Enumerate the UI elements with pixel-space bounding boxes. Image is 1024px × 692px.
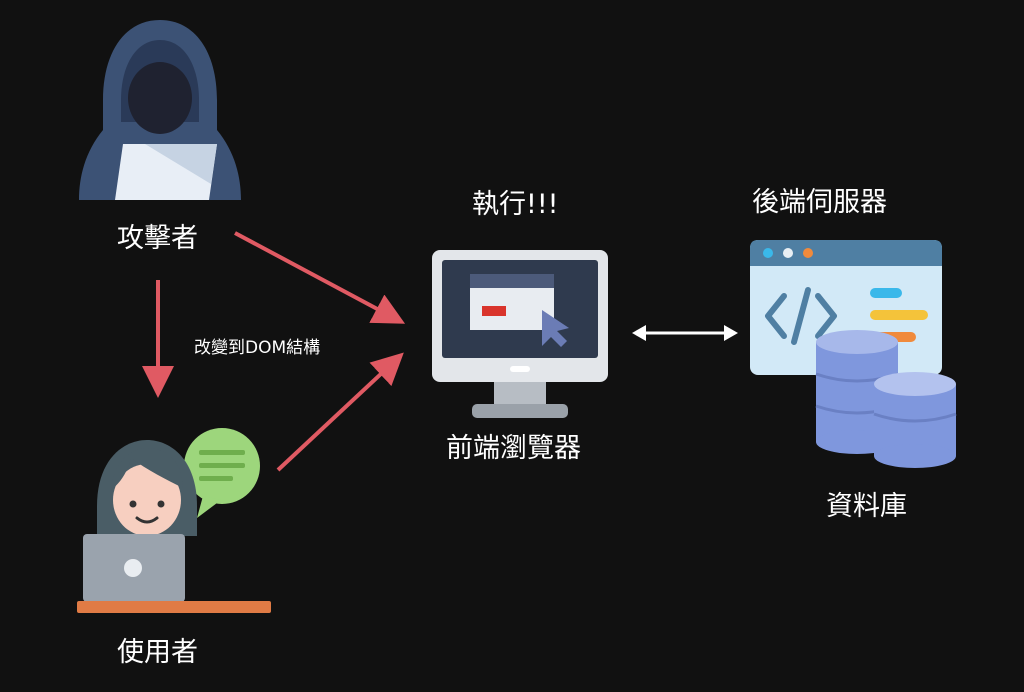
monitor-icon [432,250,608,418]
server-icon [750,240,957,468]
user-icon [77,428,271,613]
server-label: 後端伺服器 [752,187,887,218]
speech-bubble-icon [184,428,260,518]
database-label: 資料庫 [826,491,907,522]
user-to-browser-arrow [276,352,404,472]
hacker-icon [79,20,241,200]
database-icon [815,330,957,468]
attacker-to-browser-arrow [234,231,406,324]
execute-annotation: 執行!!! [472,189,559,220]
browser-label: 前端瀏覽器 [446,433,581,464]
browser-server-arrow [632,325,738,341]
dom-change-annotation: 改變到DOM結構 [194,338,321,358]
attacker-label: 攻擊者 [117,223,198,254]
user-label: 使用者 [117,637,198,668]
